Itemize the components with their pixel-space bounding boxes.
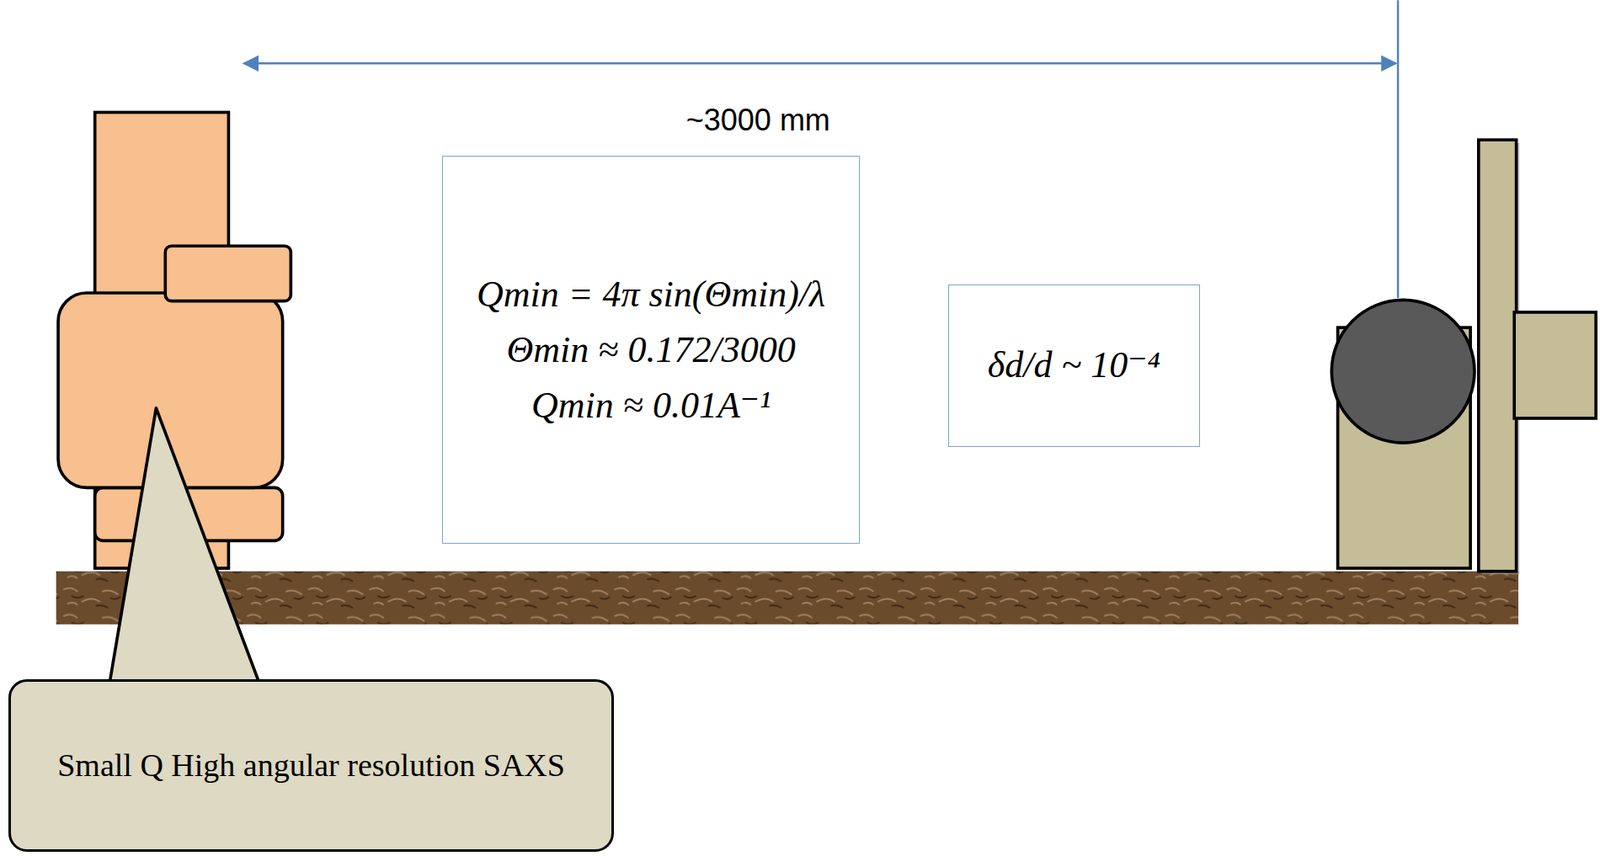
formula-box: δd/d ~ 10⁻⁴ xyxy=(948,284,1200,448)
callout-pointer xyxy=(109,408,261,687)
ground xyxy=(56,571,1519,625)
dimension-arrow xyxy=(244,62,1397,64)
formula-text: Qmin ≈ 0.01A⁻¹ xyxy=(531,378,771,434)
callout-text: Small Q High angular resolution SAXS xyxy=(57,745,566,787)
callout-box: Small Q High angular resolution SAXS xyxy=(8,679,615,853)
dimension-line xyxy=(1397,0,1399,299)
formula-box: Qmin = 4π sin(Θmin)/λΘmin ≈ 0.172/3000Qm… xyxy=(442,155,861,544)
sample-stage xyxy=(1331,139,1596,575)
formula-text: Θmin ≈ 0.172/3000 xyxy=(506,322,795,379)
dimension-label: ~3000 mm xyxy=(682,102,834,139)
formula-text: δd/d ~ 10⁻⁴ xyxy=(987,337,1161,394)
formula-text: Qmin = 4π sin(Θmin)/λ xyxy=(476,266,826,323)
